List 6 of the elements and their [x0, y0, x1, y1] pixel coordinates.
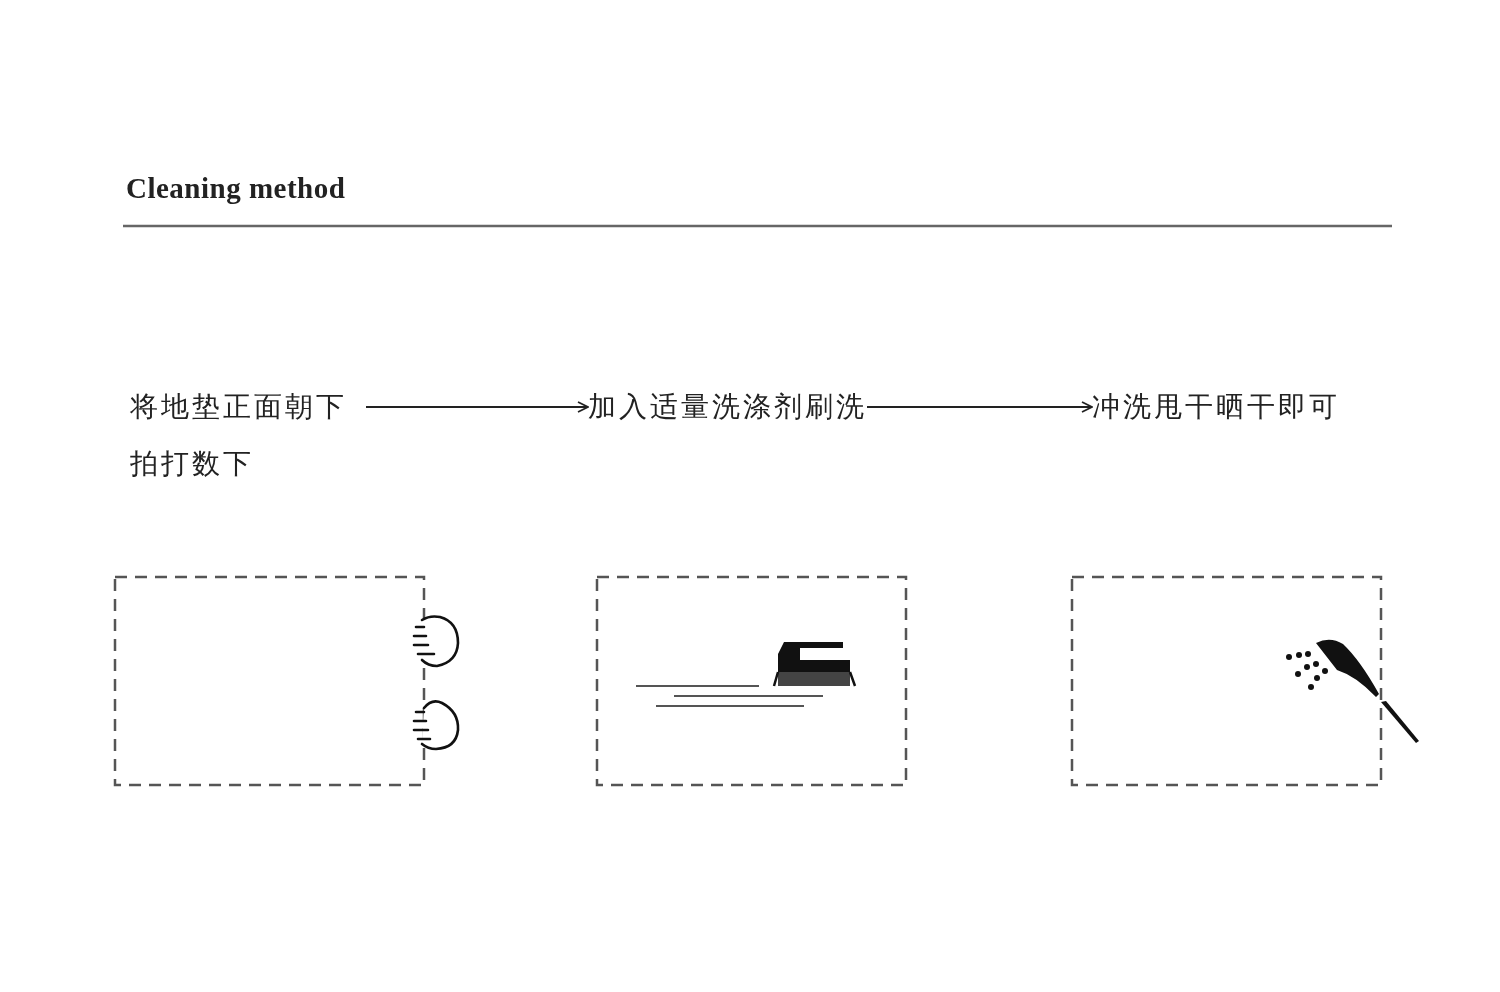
step-text: 冲洗甩干晒干即可	[1092, 389, 1340, 425]
heading: Cleaning method	[126, 172, 346, 205]
step-text: 加入适量洗涤剂刷洗	[588, 389, 867, 425]
arrow	[365, 401, 589, 413]
step-text: 将地垫正面朝下拍打数下	[130, 389, 348, 482]
arrow	[866, 401, 1093, 413]
